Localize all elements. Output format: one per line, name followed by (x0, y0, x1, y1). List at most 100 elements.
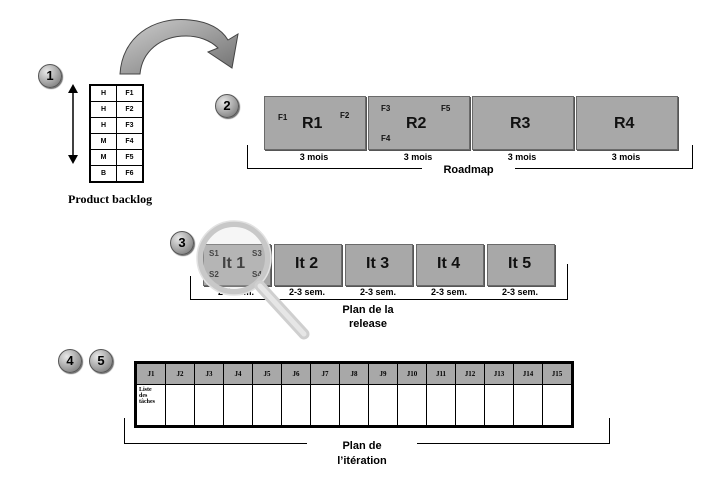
task-cell (194, 384, 224, 427)
roadmap-bracket-bottom-left (247, 168, 422, 169)
release-box-r4 (576, 96, 678, 150)
release-box-r2 (368, 96, 470, 150)
iteration-label-1: It 1 (222, 255, 245, 273)
iteration-box-4 (416, 244, 484, 286)
iteration-box-5 (487, 244, 555, 286)
release-label-r4: R4 (614, 115, 635, 132)
release-caption-line1: Plan de la (342, 304, 394, 316)
days-header-row: J1 J2 J3 J4 J5 J6 J7 J8 J9 J10 J11 J12 J… (135, 362, 573, 385)
day-header: J4 (223, 362, 253, 385)
feature-cell: F2 (116, 101, 144, 118)
task-cell (339, 384, 369, 427)
iteration-box-1 (203, 244, 271, 286)
feature-cell: F5 (116, 149, 144, 166)
day-header: J12 (455, 362, 485, 385)
magnifying-glass-icon (196, 220, 310, 340)
iteration-box-3 (345, 244, 413, 286)
roadmap-caption: Roadmap (443, 164, 494, 176)
priority-cell: M (89, 133, 117, 150)
task-list-label: tâches (139, 399, 155, 405)
release-label-r3: R3 (510, 115, 531, 132)
step-5-badge: 5 (89, 349, 113, 373)
task-cell (310, 384, 340, 427)
story-tag: S3 (252, 249, 262, 258)
release-duration: 3 mois (299, 152, 329, 162)
feature-cell: F4 (116, 133, 144, 150)
iteration-plan-table: J1 J2 J3 J4 J5 J6 J7 J8 J9 J10 J11 J12 J… (134, 361, 574, 428)
task-cell (281, 384, 311, 427)
release-caption-line2: release (349, 318, 387, 330)
day-header: J1 (135, 362, 166, 385)
task-cell (252, 384, 282, 427)
release-bracket-left (190, 276, 191, 300)
day-header: J14 (513, 362, 543, 385)
iteration-caption-line1: Plan de (342, 440, 382, 452)
iteration-duration: 2-3 sem. (359, 287, 397, 297)
release-bracket-right (567, 264, 568, 300)
story-tag: S2 (209, 270, 219, 279)
feature-tag: F1 (278, 113, 288, 122)
iteration-caption-line2: l’itération (337, 455, 387, 467)
iteration-label-2: It 2 (295, 255, 319, 272)
task-cell (165, 384, 195, 427)
step-4-badge: 4 (58, 349, 82, 373)
day-header: J10 (397, 362, 427, 385)
priority-cell: B (89, 165, 117, 183)
release-duration: 3 mois (611, 152, 641, 162)
iteration-label-4: It 4 (437, 255, 461, 272)
iteration-bracket-bottom-left (124, 443, 307, 444)
task-cell (223, 384, 253, 427)
release-label-r2: R2 (406, 115, 427, 132)
feature-cell: F1 (116, 84, 144, 102)
iteration-bracket-bottom-right (417, 443, 610, 444)
day-header: J11 (426, 362, 456, 385)
step-3-badge: 3 (170, 231, 194, 255)
day-header: J8 (339, 362, 369, 385)
feature-tag: F2 (340, 111, 350, 120)
day-header: J15 (542, 362, 573, 385)
release-box-r3 (472, 96, 574, 150)
priority-cell: M (89, 149, 117, 166)
task-cell (513, 384, 543, 427)
priority-cell: H (89, 101, 117, 118)
roadmap-bracket-bottom-right (515, 168, 693, 169)
iteration-box-2 (274, 244, 342, 286)
task-cell (542, 384, 573, 427)
task-cell (455, 384, 485, 427)
feature-cell: F6 (116, 165, 144, 183)
curved-arrow-icon (119, 19, 239, 75)
feature-tag: F5 (441, 104, 451, 113)
task-list-label: Liste (139, 387, 152, 393)
day-header: J3 (194, 362, 224, 385)
task-cell (426, 384, 456, 427)
feature-cell: F3 (116, 117, 144, 134)
day-header: J9 (368, 362, 398, 385)
iteration-bracket-right (609, 418, 610, 444)
day-header: J2 (165, 362, 195, 385)
iteration-label-5: It 5 (508, 255, 532, 272)
iteration-duration: 2-3 sem. (288, 287, 326, 297)
feature-tag: F3 (381, 104, 391, 113)
iteration-bracket-left (124, 418, 125, 444)
step-1-badge: 1 (38, 64, 62, 88)
priority-arrow-icon (68, 84, 78, 164)
story-tag: S4 (252, 270, 262, 279)
feature-tag: F4 (381, 134, 391, 143)
task-cell (397, 384, 427, 427)
day-header: J7 (310, 362, 340, 385)
story-tag: S1 (209, 249, 219, 258)
release-duration: 3 mois (507, 152, 537, 162)
backlog-caption: Product backlog (68, 192, 153, 206)
release-duration: 3 mois (403, 152, 433, 162)
step-2-badge: 2 (215, 94, 239, 118)
task-cell (368, 384, 398, 427)
day-header: J13 (484, 362, 514, 385)
